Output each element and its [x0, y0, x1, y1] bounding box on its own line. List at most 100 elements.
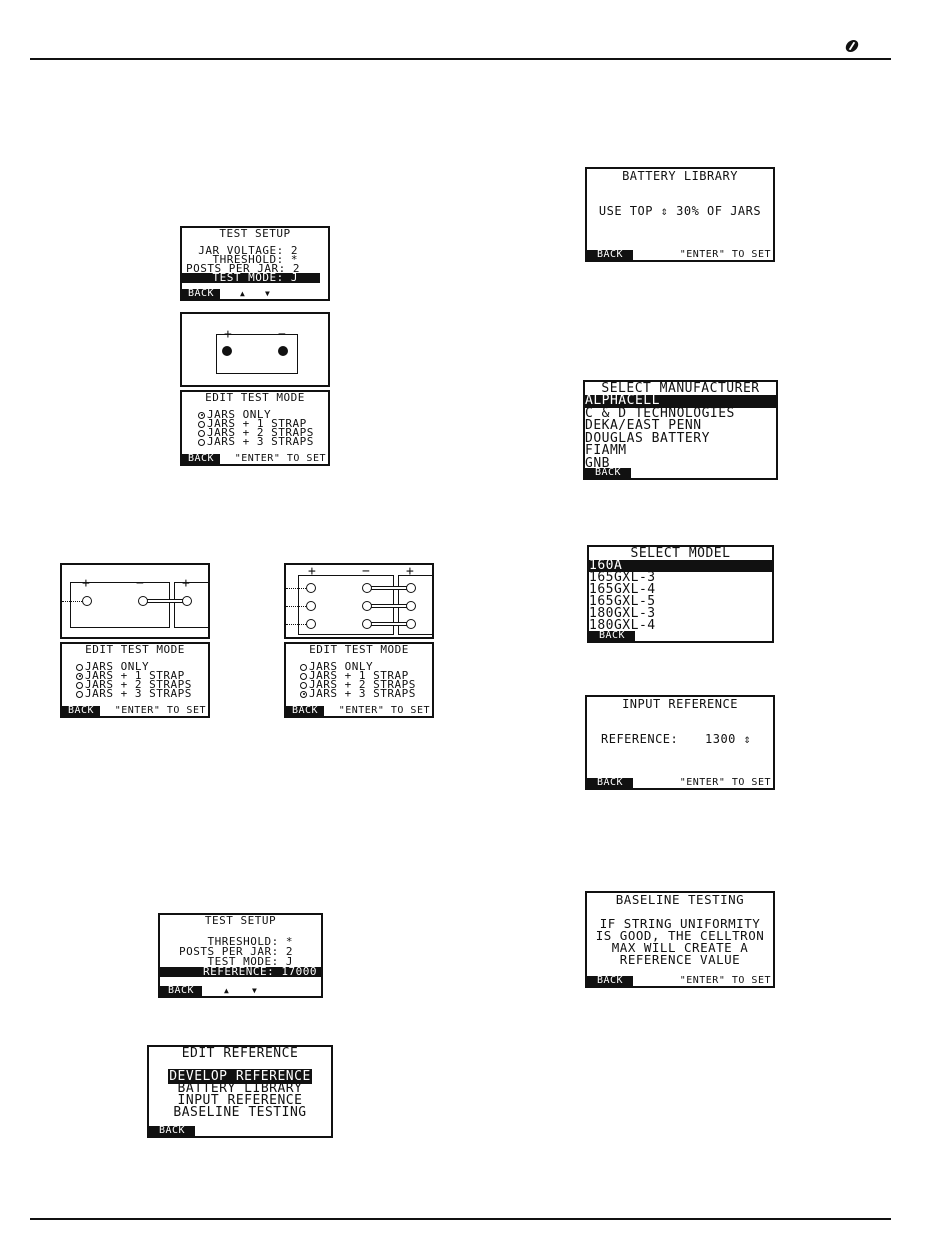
option-1-strap[interactable]: JARS + 1 STRAP: [76, 670, 185, 681]
edit-test-mode-screen-2: EDIT TEST MODE JARS ONLY JARS + 1 STRAP …: [60, 642, 210, 718]
option-jars-only[interactable]: JARS ONLY: [76, 661, 149, 672]
option-2-straps[interactable]: JARS + 2 STRAPS: [76, 679, 192, 690]
test-setup-screen-1: TEST SETUP JAR VOLTAGE: 2 THRESHOLD: * P…: [180, 226, 330, 301]
list-item[interactable]: DEKA/EAST PENN: [585, 418, 702, 433]
select-manufacturer-screen: SELECT MANUFACTURER ALPHACELL C & D TECH…: [583, 380, 778, 480]
enter-hint: "ENTER" TO SET: [679, 249, 771, 260]
plus-label: +: [308, 564, 317, 579]
radio-selected-icon: [76, 672, 83, 680]
jar-diagram-1: + −: [180, 312, 330, 387]
edit-test-mode-screen-1: EDIT TEST MODE JARS ONLY JARS + 1 STRAP …: [180, 390, 330, 466]
option-3-straps[interactable]: JARS + 3 STRAPS: [198, 436, 314, 447]
edit-test-mode-screen-3: EDIT TEST MODE JARS ONLY JARS + 1 STRAP …: [284, 642, 434, 718]
selected-setting[interactable]: REFERENCE: 17000: [160, 966, 321, 977]
menu-item-battery-library[interactable]: BATTERY LIBRARY: [177, 1081, 303, 1096]
back-button[interactable]: BACK: [182, 289, 221, 299]
menu-item-develop-reference[interactable]: DEVELOP REFERENCE: [168, 1069, 312, 1084]
post-icon: [306, 583, 316, 593]
list-item[interactable]: 165GXL-3: [589, 570, 656, 585]
battery-library-screen: BATTERY LIBRARY USE TOP ⇕ 30% OF JARS BA…: [585, 167, 775, 262]
enter-hint: "ENTER" TO SET: [234, 453, 326, 464]
radio-icon: [198, 420, 205, 428]
post-icon: [306, 619, 316, 629]
radio-icon: [76, 690, 83, 698]
back-button[interactable]: BACK: [149, 1126, 196, 1136]
screen-title: INPUT REFERENCE: [622, 697, 738, 711]
post-icon: [406, 601, 416, 611]
plus-label: +: [82, 576, 91, 591]
enter-hint: "ENTER" TO SET: [679, 777, 771, 788]
back-button[interactable]: BACK: [160, 986, 203, 996]
screen-title: EDIT TEST MODE: [85, 643, 185, 656]
radio-icon: [198, 438, 205, 446]
back-button[interactable]: BACK: [587, 976, 634, 986]
jar-diagram-3: + − +: [284, 563, 434, 639]
option-2-straps[interactable]: JARS + 2 STRAPS: [198, 427, 314, 438]
post-icon: [306, 601, 316, 611]
option-2-straps[interactable]: JARS + 2 STRAPS: [300, 679, 416, 690]
option-1-strap[interactable]: JARS + 1 STRAP: [300, 670, 409, 681]
list-item[interactable]: 180GXL-4: [589, 618, 656, 633]
up-arrow-icon[interactable]: ▲: [240, 289, 246, 298]
option-3-straps[interactable]: JARS + 3 STRAPS: [76, 688, 192, 699]
list-item[interactable]: ALPHACELL: [585, 394, 776, 408]
negative-post-icon: [278, 346, 288, 356]
positive-post-icon: [222, 346, 232, 356]
post-icon: [362, 583, 372, 593]
radio-icon: [300, 672, 307, 680]
back-button[interactable]: BACK: [587, 778, 634, 788]
list-item[interactable]: GNB: [585, 456, 610, 471]
setting-line: THRESHOLD: *: [207, 935, 293, 948]
post-icon: [362, 619, 372, 629]
back-button[interactable]: BACK: [585, 468, 632, 478]
list-item[interactable]: C & D TECHNOLOGIES: [585, 406, 735, 421]
strap: [142, 599, 186, 603]
plus-label: +: [406, 564, 415, 579]
probe-line: [286, 624, 306, 625]
screen-title: BASELINE TESTING: [615, 892, 745, 907]
option-3-straps[interactable]: JARS + 3 STRAPS: [300, 688, 416, 699]
select-model-screen: SELECT MODEL 160A 165GXL-3 165GXL-4 165G…: [587, 545, 774, 643]
list-item[interactable]: 165GXL-4: [589, 582, 656, 597]
menu-item-input-reference[interactable]: INPUT REFERENCE: [177, 1093, 303, 1108]
probe-line: [62, 601, 82, 602]
back-button[interactable]: BACK: [587, 250, 634, 260]
plus-label: +: [182, 576, 191, 591]
info-line: REFERENCE VALUE: [619, 952, 741, 967]
library-instruction[interactable]: USE TOP ⇕ 30% OF JARS: [598, 204, 762, 218]
plus-label: +: [224, 327, 233, 342]
list-item[interactable]: DOUGLAS BATTERY: [585, 431, 710, 446]
option-jars-only[interactable]: JARS ONLY: [300, 661, 373, 672]
bottom-rule: [30, 1218, 891, 1220]
screen-title: SELECT MODEL: [630, 546, 731, 561]
info-line: IS GOOD, THE CELLTRON: [595, 928, 765, 943]
menu-item-baseline-testing[interactable]: BASELINE TESTING: [173, 1105, 307, 1120]
back-button[interactable]: BACK: [286, 706, 325, 716]
list-item[interactable]: 180GXL-3: [589, 606, 656, 621]
post-icon: [406, 583, 416, 593]
selected-setting[interactable]: TEST MODE: J: [182, 272, 320, 283]
reference-value[interactable]: 1300 ⇕: [705, 732, 752, 746]
screen-title: TEST SETUP: [204, 914, 277, 927]
list-item[interactable]: 165GXL-5: [589, 594, 656, 609]
baseline-testing-screen: BASELINE TESTING IF STRING UNIFORMITY IS…: [585, 891, 775, 988]
list-item[interactable]: FIAMM: [585, 443, 627, 458]
down-arrow-icon[interactable]: ▼: [265, 289, 271, 298]
back-button[interactable]: BACK: [182, 454, 221, 464]
screen-title: EDIT TEST MODE: [205, 391, 305, 404]
list-item[interactable]: 160A: [589, 559, 772, 572]
enter-hint: "ENTER" TO SET: [338, 705, 430, 716]
back-button[interactable]: BACK: [589, 631, 636, 641]
option-jars-only[interactable]: JARS ONLY: [198, 409, 271, 420]
back-button[interactable]: BACK: [62, 706, 101, 716]
up-arrow-icon[interactable]: ▲: [224, 986, 230, 995]
jar: [174, 582, 208, 628]
jar-diagram-2: + − +: [60, 563, 210, 639]
option-1-strap[interactable]: JARS + 1 STRAP: [198, 418, 307, 429]
input-reference-screen: INPUT REFERENCE REFERENCE: 1300 ⇕ BACK "…: [585, 695, 775, 790]
strap: [366, 586, 410, 590]
minus-label: −: [362, 564, 371, 579]
down-arrow-icon[interactable]: ▼: [252, 986, 258, 995]
probe-line: [286, 606, 306, 607]
radio-icon: [300, 663, 307, 671]
